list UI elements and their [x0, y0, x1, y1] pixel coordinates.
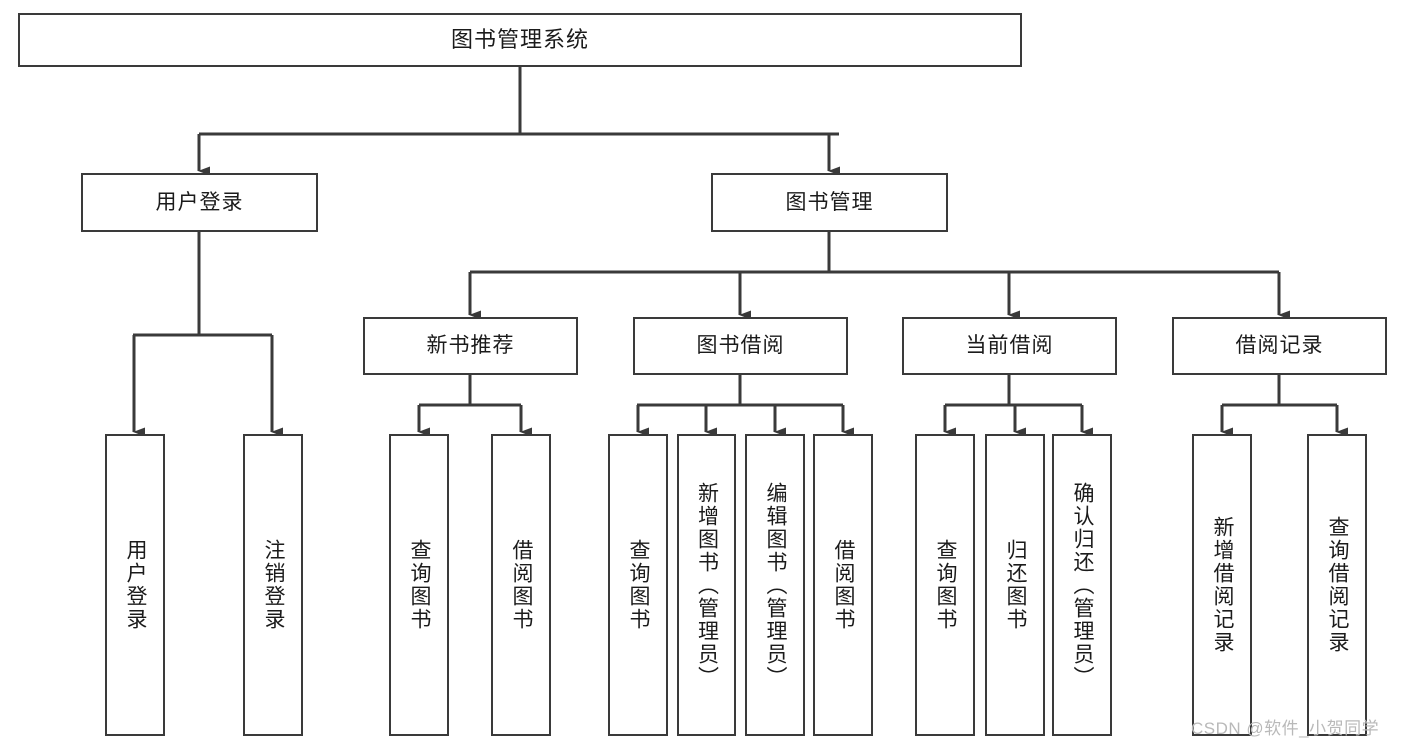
leaf-borrow-book-rec[interactable]: 借阅图书 — [491, 434, 551, 736]
leaf-query-borrow-record[interactable]: 查询借阅记录 — [1307, 434, 1367, 736]
leaf-add-book-admin[interactable]: 新增图书（管理员） — [677, 434, 736, 736]
leaf-query-book-borrow[interactable]: 查询图书 — [608, 434, 668, 736]
csdn-watermark: CSDN @软件_小贺同学 — [1191, 719, 1380, 738]
leaf-logout[interactable]: 注销登录 — [243, 434, 303, 736]
leaf-add-borrow-record[interactable]: 新增借阅记录 — [1192, 434, 1252, 736]
node-user-login[interactable]: 用户登录 — [81, 173, 318, 232]
node-book-management[interactable]: 图书管理 — [711, 173, 948, 232]
node-borrow-record[interactable]: 借阅记录 — [1172, 317, 1387, 375]
leaf-return-book[interactable]: 归还图书 — [985, 434, 1045, 736]
node-book-borrow[interactable]: 图书借阅 — [633, 317, 848, 375]
leaf-query-book-rec[interactable]: 查询图书 — [389, 434, 449, 736]
leaf-confirm-return-admin[interactable]: 确认归还（管理员） — [1052, 434, 1112, 736]
node-current-borrow[interactable]: 当前借阅 — [902, 317, 1117, 375]
node-root-book-management-system[interactable]: 图书管理系统 — [18, 13, 1022, 67]
leaf-query-book-current[interactable]: 查询图书 — [915, 434, 975, 736]
leaf-borrow-book[interactable]: 借阅图书 — [813, 434, 873, 736]
leaf-edit-book-admin[interactable]: 编辑图书（管理员） — [745, 434, 805, 736]
leaf-user-login[interactable]: 用户登录 — [105, 434, 165, 736]
node-new-book-recommend[interactable]: 新书推荐 — [363, 317, 578, 375]
